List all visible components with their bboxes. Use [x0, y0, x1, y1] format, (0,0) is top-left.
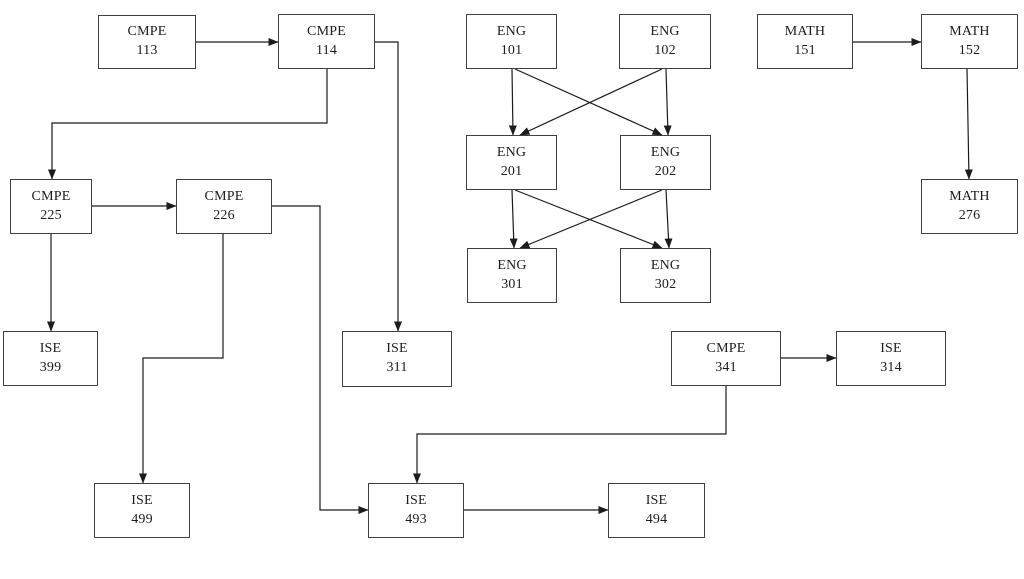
edge-cmpe114-to-ise311	[375, 41, 402, 332]
course-box-cmpe225: CMPE 225	[10, 179, 92, 234]
course-box-cmpe113: CMPE 113	[98, 15, 196, 69]
course-number: 499	[131, 511, 153, 527]
course-number: 152	[958, 42, 981, 58]
edge-cmpe226-to-ise493	[272, 205, 369, 514]
course-code: CMPE	[127, 24, 167, 40]
course-number: 302	[654, 276, 677, 292]
course-box-eng201: ENG 201	[466, 135, 557, 190]
edge-eng202-to-eng302	[664, 189, 673, 249]
course-box-eng202: ENG 202	[620, 135, 711, 190]
course-code: ISE	[39, 340, 62, 356]
course-number: 276	[958, 207, 981, 223]
course-number: 101	[500, 42, 523, 58]
course-box-eng301: ENG 301	[467, 248, 557, 303]
course-code: MATH	[949, 23, 990, 39]
course-box-cmpe226: CMPE 226	[176, 179, 272, 234]
edge-eng101-to-eng201	[508, 68, 517, 136]
edge-cmpe341-to-ise493	[413, 386, 727, 484]
course-box-ise494: ISE 494	[608, 483, 705, 538]
course-number: 341	[715, 359, 737, 375]
course-box-math151: MATH 151	[757, 14, 853, 69]
course-box-eng102: ENG 102	[619, 14, 711, 69]
edge-math152-to-math276	[964, 68, 973, 180]
course-code: CMPE	[307, 23, 346, 39]
course-number: 314	[880, 359, 902, 375]
course-box-ise314: ISE 314	[836, 331, 946, 386]
course-number: 114	[315, 42, 338, 58]
course-number: 399	[39, 359, 62, 375]
course-code: CMPE	[31, 188, 71, 204]
course-box-cmpe114: CMPE 114	[278, 14, 375, 69]
course-number: 226	[213, 207, 235, 223]
course-number: 494	[645, 511, 668, 527]
course-code: ENG	[650, 257, 681, 273]
course-number: 493	[405, 511, 427, 527]
course-box-eng101: ENG 101	[466, 14, 557, 69]
course-number: 201	[500, 163, 523, 179]
course-code: ISE	[386, 341, 408, 357]
edge-cmpe226-to-ise499	[139, 234, 224, 484]
course-code: ISE	[405, 492, 427, 508]
course-code: ISE	[131, 492, 153, 508]
edge-eng202-to-eng301	[519, 189, 663, 249]
course-number: 311	[386, 360, 408, 375]
course-number: 202	[654, 163, 677, 179]
course-box-math152: MATH 152	[921, 14, 1018, 69]
course-code: ENG	[496, 23, 527, 39]
course-code: CMPE	[204, 188, 244, 204]
edge-eng102-to-eng201	[519, 68, 663, 136]
course-number: 301	[501, 276, 523, 292]
course-number: 225	[40, 207, 62, 223]
course-box-ise311: ISE 311	[342, 331, 452, 387]
course-code: ENG	[497, 257, 527, 273]
edge-eng101-to-eng202	[514, 68, 663, 136]
course-code: ENG	[650, 23, 680, 39]
edge-eng102-to-eng202	[663, 68, 672, 136]
course-box-ise499: ISE 499	[94, 483, 190, 538]
course-box-math276: MATH 276	[921, 179, 1018, 234]
course-code: ENG	[650, 144, 681, 160]
course-number: 151	[794, 42, 816, 58]
course-code: CMPE	[706, 340, 746, 356]
course-number: 113	[136, 43, 158, 58]
edge-cmpe114-to-cmpe225	[48, 69, 328, 180]
course-code: ISE	[645, 492, 668, 508]
course-box-ise493: ISE 493	[368, 483, 464, 538]
edge-eng201-to-eng302	[514, 189, 663, 249]
edge-eng201-to-eng301	[509, 189, 518, 249]
course-box-eng302: ENG 302	[620, 248, 711, 303]
course-number: 102	[654, 42, 676, 58]
course-code: ISE	[880, 340, 902, 356]
course-code: ENG	[496, 144, 527, 160]
course-box-ise399: ISE 399	[3, 331, 98, 386]
course-code: MATH	[784, 23, 826, 39]
course-box-cmpe341: CMPE 341	[671, 331, 781, 386]
course-code: MATH	[949, 188, 990, 204]
